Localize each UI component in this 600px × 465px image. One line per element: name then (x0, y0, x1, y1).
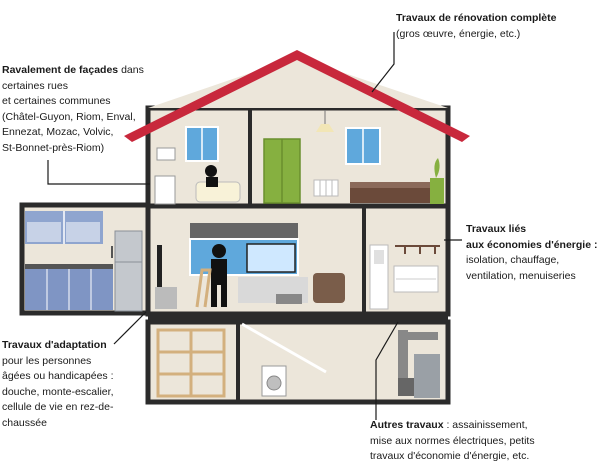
label-adaptation-line-4: cellule de vie en rez-de- (2, 401, 114, 413)
label-facades-line-2: et certaines communes (2, 95, 111, 107)
label-energie-line-2: ventilation, menuiseries (466, 269, 576, 282)
label-renovation: Travaux de rénovation complète (gros œuv… (396, 11, 556, 42)
label-autres-title: Autres travaux (370, 419, 444, 431)
label-autres-title-suffix: : assainissement, (443, 419, 528, 431)
label-energie-title-1: Travaux liés (466, 223, 527, 235)
label-adaptation-title: Travaux d'adaptation (2, 339, 107, 351)
label-energie-title-2: aux économies d'énergie : (466, 238, 598, 251)
leader-adaptation (113, 311, 147, 345)
label-autres-line-1: mise aux normes électriques, petits (370, 434, 535, 447)
label-adaptation-line-1: pour les personnes (2, 354, 92, 367)
label-energie-line-1: isolation, chauffage, (466, 254, 560, 266)
label-autres: Autres travaux : assainissement, mise au… (370, 418, 535, 465)
leader-autres (375, 321, 399, 420)
leader-renovation (371, 32, 395, 93)
leader-lines (47, 32, 462, 420)
kitchen-extension (19, 202, 153, 316)
label-renovation-detail: (gros œuvre, énergie, etc.) (396, 27, 521, 40)
label-facades-line-3: (Châtel-Guyon, Riom, Enval, (2, 110, 136, 123)
label-adaptation: Travaux d'adaptation pour les personnes … (2, 338, 114, 431)
label-facades-line-5: St-Bonnet-près-Riom) (2, 141, 105, 154)
entrance-room (369, 244, 440, 310)
label-facades-title-suffix: dans (118, 64, 144, 76)
label-adaptation-line-2: âgées ou handicapées : (2, 370, 114, 382)
label-energie: Travaux liés aux économies d'énergie : i… (466, 222, 597, 284)
label-autres-line-2: travaux d'économie d'énergie, etc. (370, 450, 530, 462)
label-facades-title: Ravalement de façades (2, 64, 119, 76)
bathroom (154, 126, 241, 205)
label-renovation-title: Travaux de rénovation complète (396, 12, 557, 24)
label-adaptation-line-3: douche, monte-escalier, (2, 385, 114, 398)
label-facades-line-4: Ennezat, Mozac, Volvic, (2, 126, 114, 138)
label-adaptation-line-5: chaussée (2, 416, 47, 429)
bedroom (263, 110, 444, 204)
basement (145, 319, 451, 405)
label-facades: Ravalement de façades dans certaines rue… (2, 63, 144, 156)
living-room (155, 223, 345, 309)
leader-facades (47, 160, 150, 185)
label-facades-line-1: certaines rues (2, 79, 68, 92)
